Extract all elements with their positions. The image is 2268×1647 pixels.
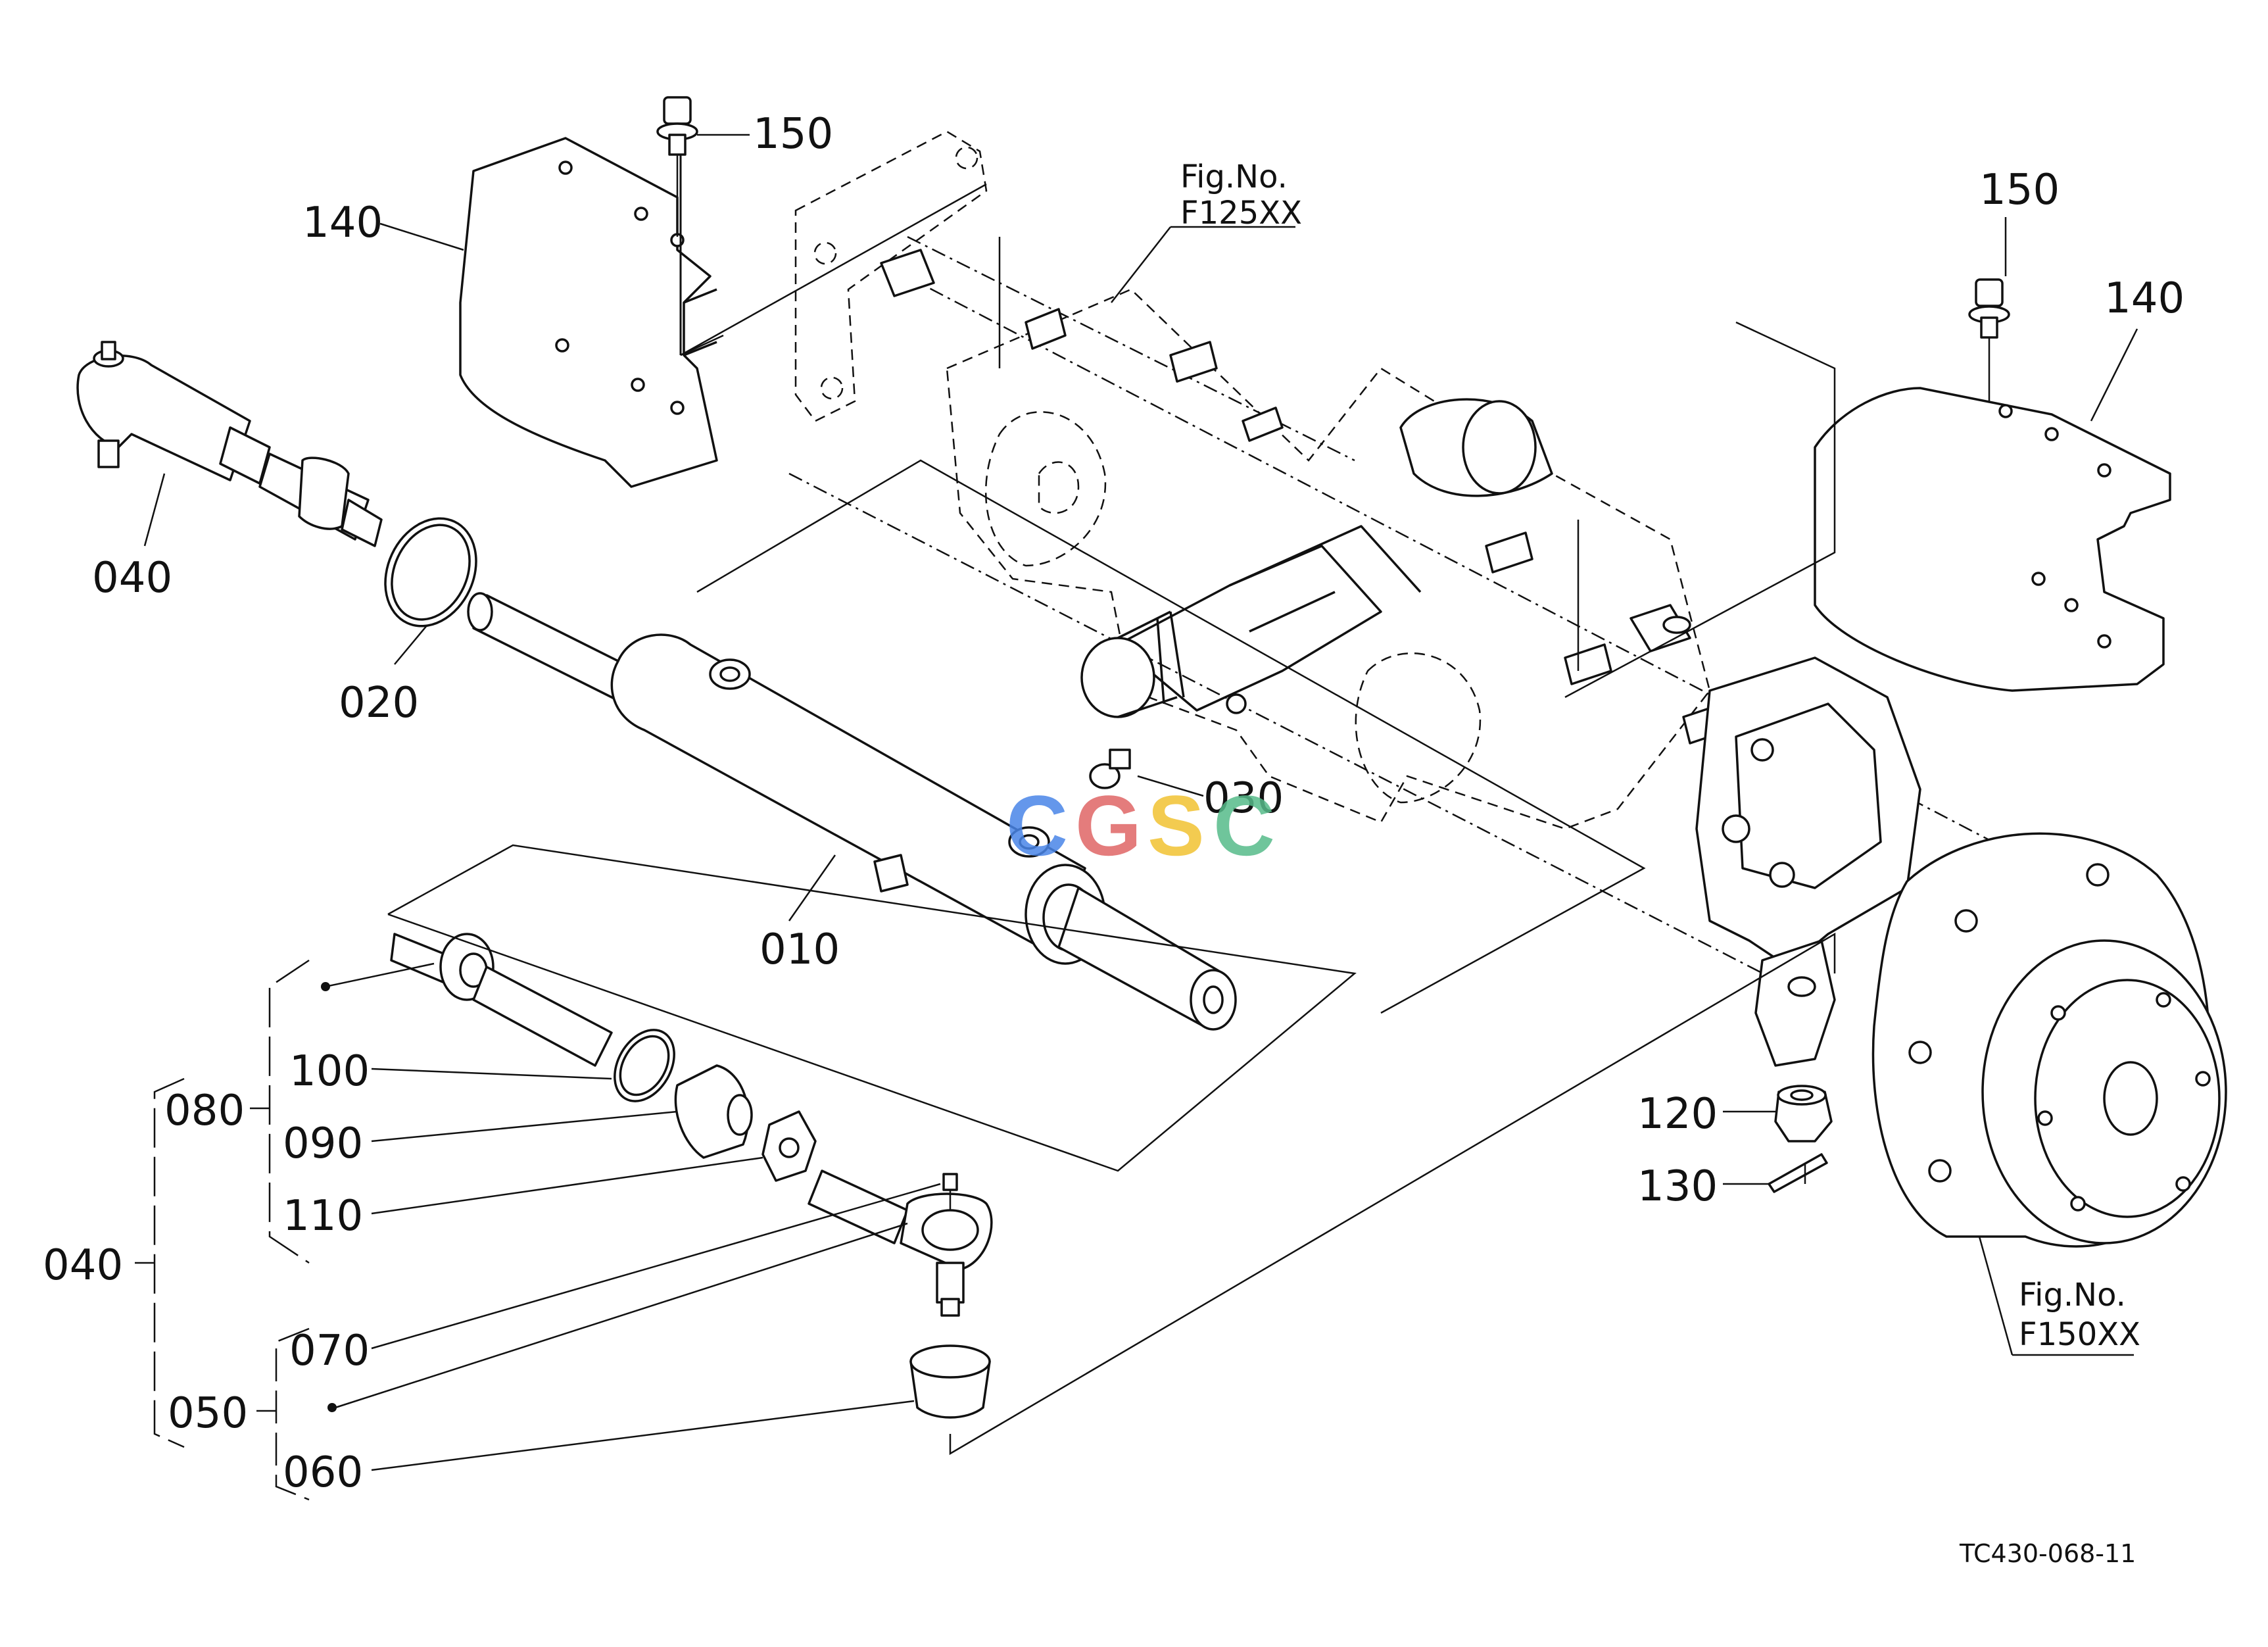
- label-140-right: 140: [2104, 274, 2184, 323]
- assembly-outlines: [387, 183, 1836, 1456]
- axle-housing: [788, 130, 2006, 988]
- label-140-left: 140: [302, 199, 383, 247]
- bracket-040: [135, 1077, 185, 1448]
- tie-rod-040-assembly: [76, 341, 383, 547]
- callout-labels: 150 140 150 140 040 020 030 010 100 080 …: [43, 110, 2184, 1497]
- plug-030: [1089, 749, 1131, 789]
- figref-top-title: Fig.No.: [1180, 159, 1288, 195]
- steering-cylinder-010: [467, 592, 1237, 1031]
- grease-fitting-070: [942, 1173, 958, 1210]
- label-060: 060: [283, 1448, 363, 1497]
- label-050: 050: [168, 1389, 248, 1438]
- label-150-right: 150: [1979, 166, 2060, 214]
- dust-seal-060: [909, 1344, 991, 1419]
- label-080: 080: [164, 1087, 245, 1135]
- castle-nut-120: [1774, 1085, 1833, 1143]
- label-120: 120: [1637, 1090, 1718, 1139]
- drawing-code: TC430-068-11: [1959, 1539, 2136, 1568]
- watermark-logo: C G S C: [1006, 777, 1275, 873]
- final-drive-housing: [1695, 656, 2227, 1248]
- watermark-letter: G: [1075, 777, 1142, 873]
- nut-110: [761, 1110, 817, 1182]
- o-ring-100: [614, 1029, 675, 1102]
- leader-lines: [143, 134, 2138, 1471]
- label-090: 090: [283, 1119, 363, 1168]
- bracket-080: [250, 959, 310, 1264]
- label-110: 110: [283, 1192, 363, 1241]
- watermark-letter: C: [1213, 777, 1275, 873]
- inner-tie-rod-080: [390, 933, 613, 1067]
- label-030: 030: [1203, 774, 1284, 823]
- watermark-letter: S: [1147, 777, 1205, 873]
- label-020: 020: [339, 679, 419, 727]
- figref-bottom-title: Fig.No.: [2019, 1277, 2126, 1314]
- snap-ring-020: [384, 517, 477, 627]
- cotter-pin-130: [1768, 1153, 1828, 1193]
- watermark-letter: C: [1006, 777, 1068, 873]
- label-070: 070: [289, 1327, 370, 1375]
- label-100: 100: [289, 1047, 370, 1096]
- label-150-top: 150: [753, 110, 833, 159]
- cover-140-left: [459, 137, 724, 488]
- figure-references: Fig.No. F125XX Fig.No. F150XX: [1180, 159, 2140, 1353]
- label-130: 130: [1637, 1162, 1718, 1211]
- bolt-150-right: [1968, 278, 2010, 401]
- cover-140-right: [1814, 387, 2171, 692]
- figref-top-code: F125XX: [1180, 195, 1302, 232]
- label-040-top: 040: [92, 554, 172, 602]
- boot-090: [674, 1064, 753, 1159]
- label-010: 010: [760, 925, 840, 974]
- bracket-050: [256, 1327, 310, 1501]
- label-040-group: 040: [43, 1241, 123, 1290]
- tie-rod-end-050: [808, 1169, 993, 1317]
- figref-bottom-code: F150XX: [2019, 1316, 2140, 1353]
- bolt-150-left: [656, 96, 698, 237]
